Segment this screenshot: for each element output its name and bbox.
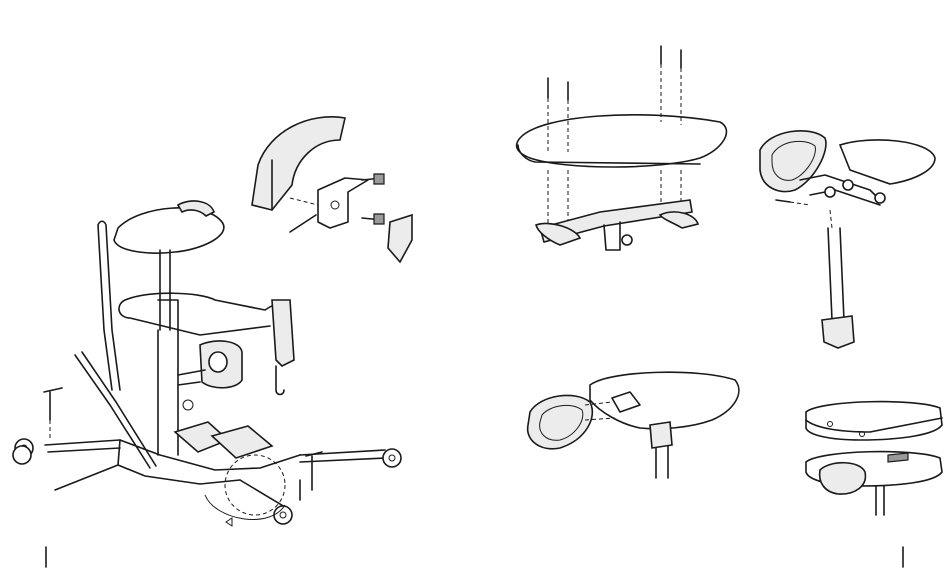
tray-with-pad — [528, 372, 739, 478]
stack-post — [876, 486, 884, 515]
rotation-arrow — [205, 495, 285, 519]
foot-plate-right — [212, 426, 272, 458]
leg-back-left — [55, 465, 118, 490]
hip-support-arm — [119, 293, 290, 335]
detail-circle — [225, 455, 285, 515]
upper-tray — [806, 402, 942, 440]
bracket-clamp — [388, 215, 412, 262]
mounting-bracket — [318, 178, 368, 228]
tray-surface — [590, 372, 739, 429]
backrest-pad — [760, 131, 826, 192]
seat-with-backrest — [760, 131, 935, 348]
leg-front-left — [45, 440, 120, 452]
support-post — [828, 228, 844, 320]
mounting-bracket-detail — [252, 117, 412, 262]
knee-pad-inner — [209, 352, 227, 372]
vertical-handle — [98, 221, 120, 390]
side-pad — [840, 140, 935, 184]
hip-strap-hook — [276, 366, 284, 395]
tray-assembly — [517, 46, 727, 250]
bracket-guide — [290, 198, 318, 205]
tray-clamp — [650, 422, 672, 448]
rail-knob — [622, 235, 632, 245]
lower-pad — [820, 463, 866, 494]
standing-frame-assembly — [13, 201, 401, 526]
seat-post — [160, 250, 170, 330]
bracket-arrow — [290, 215, 316, 232]
tray-latch — [888, 453, 908, 462]
tray-post — [656, 446, 668, 478]
tray-pad — [528, 395, 593, 448]
caster-back-left — [13, 446, 31, 464]
caster-back-right — [274, 506, 292, 524]
side-screw — [776, 200, 790, 202]
tray-stack — [806, 402, 942, 515]
backrest-section — [252, 117, 345, 210]
bolt-right — [306, 452, 322, 490]
bolt-left — [44, 388, 62, 420]
hip-strap — [272, 300, 294, 366]
post-guide — [830, 210, 832, 228]
post-clamp — [822, 316, 854, 348]
adjustment-knob — [183, 400, 193, 410]
caster-front-right — [383, 449, 401, 467]
hinge-assembly — [800, 175, 880, 205]
